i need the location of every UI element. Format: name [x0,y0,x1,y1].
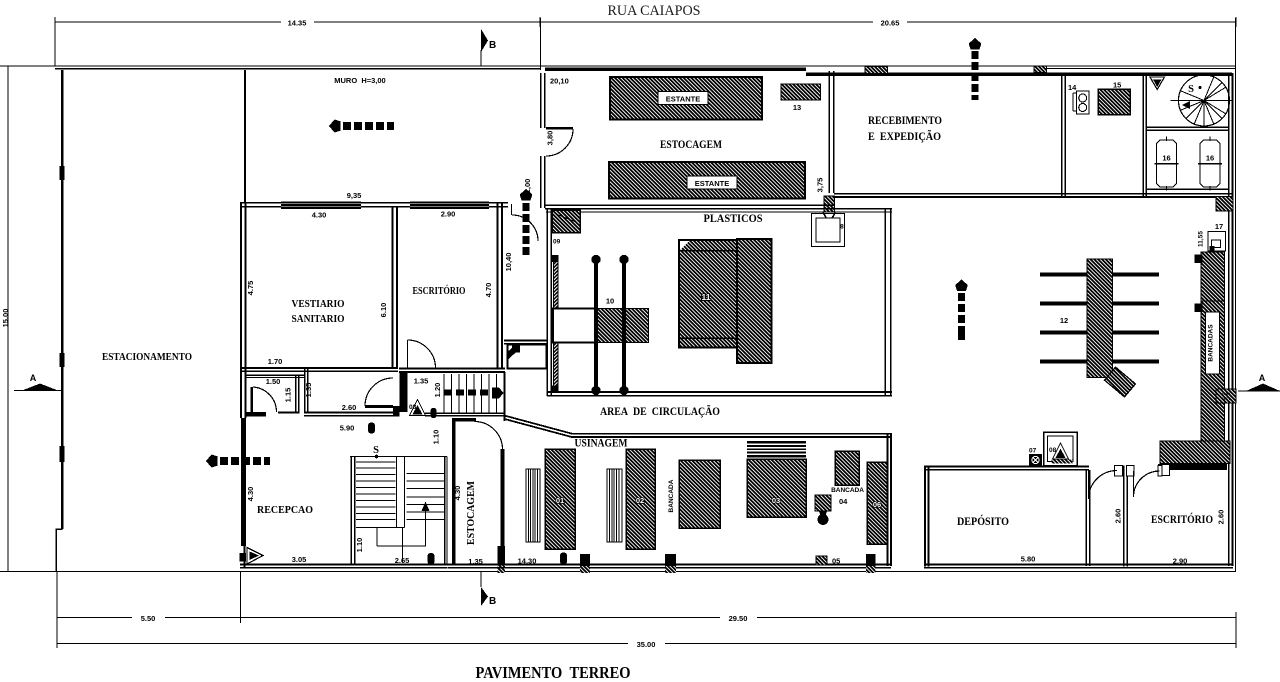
svg-text:ESCRITÓRIO: ESCRITÓRIO [1151,512,1213,526]
svg-text:RECEPCAO: RECEPCAO [257,505,313,516]
svg-text:12: 12 [1060,316,1068,325]
svg-text:A: A [1259,373,1266,383]
svg-text:2.90: 2.90 [441,210,456,219]
svg-text:3,75: 3,75 [816,178,825,193]
svg-text:9,35: 9,35 [347,191,362,200]
svg-text:07: 07 [1029,448,1037,455]
svg-text:1.35: 1.35 [468,557,483,566]
svg-text:04: 04 [839,497,848,506]
svg-text:AREA DE CIRCULAÇÃO: AREA DE CIRCULAÇÃO [600,404,720,418]
svg-text:RECEBIMENTO: RECEBIMENTO [868,115,942,127]
svg-text:1.70: 1.70 [268,357,283,366]
svg-text:5.80: 5.80 [1021,555,1036,564]
svg-text:4.70: 4.70 [484,283,493,298]
svg-text:15: 15 [1113,81,1121,90]
svg-text:S: S [1188,84,1194,95]
svg-text:05: 05 [832,557,840,566]
svg-text:S: S [373,445,379,456]
svg-text:11: 11 [702,292,711,302]
svg-text:MET: MET [1222,396,1231,401]
svg-text:02: 02 [636,496,644,505]
svg-text:14: 14 [1068,83,1077,92]
svg-text:RUA CAIAPOS: RUA CAIAPOS [608,3,701,19]
svg-text:16: 16 [1162,154,1170,163]
svg-text:4.30: 4.30 [312,211,327,220]
svg-text:DEPÓSITO: DEPÓSITO [957,514,1009,528]
svg-text:1.20: 1.20 [433,383,442,398]
svg-text:1.10: 1.10 [432,430,441,445]
svg-text:5.50: 5.50 [141,614,156,623]
svg-text:1.10: 1.10 [355,538,364,553]
svg-text:1.35: 1.35 [414,377,429,386]
svg-text:13: 13 [793,103,801,112]
svg-text:PAVIMENTO TERREO: PAVIMENTO TERREO [476,663,631,682]
svg-text:ESTACIONAMENTO: ESTACIONAMENTO [102,352,192,363]
svg-text:6.10: 6.10 [379,303,388,318]
svg-text:1.35: 1.35 [304,383,313,398]
svg-text:ESTOCAGEM: ESTOCAGEM [660,139,722,151]
svg-text:08: 08 [409,404,417,411]
svg-text:2.65: 2.65 [395,556,410,565]
svg-text:35.00: 35.00 [637,640,656,649]
svg-text:SANITARIO: SANITARIO [292,314,345,325]
svg-text:B: B [489,596,496,607]
svg-text:USINAGEM: USINAGEM [575,438,628,450]
svg-text:MURO H=3,00: MURO H=3,00 [334,76,385,85]
svg-text:ESTANTE: ESTANTE [666,95,700,104]
svg-text:15.00: 15.00 [1,309,10,328]
svg-text:20,10: 20,10 [550,77,569,86]
svg-text:10: 10 [606,297,614,306]
svg-text:1.15: 1.15 [284,388,293,403]
svg-text:09: 09 [553,239,561,246]
svg-text:14,30: 14,30 [518,557,537,566]
svg-text:4.75: 4.75 [246,281,255,296]
svg-text:06: 06 [873,500,881,509]
svg-text:4.30: 4.30 [246,487,255,502]
svg-text:08: 08 [1049,447,1057,454]
svg-text:3.05: 3.05 [292,555,307,564]
svg-text:ESTOCAGEM: ESTOCAGEM [466,481,477,545]
svg-text:1.50: 1.50 [266,377,281,386]
svg-text:14.35: 14.35 [288,19,307,28]
svg-text:3,80: 3,80 [546,131,555,146]
svg-text:B: B [489,40,496,51]
svg-text:2.60: 2.60 [342,403,357,412]
svg-text:ESTANTE: ESTANTE [695,179,729,188]
svg-text:A: A [30,373,37,383]
svg-text:10,40: 10,40 [504,253,513,272]
svg-text:1,00: 1,00 [523,179,532,194]
svg-text:03: 03 [772,496,780,505]
svg-text:ESCRITÓRIO: ESCRITÓRIO [413,285,466,297]
svg-text:PLASTICOS: PLASTICOS [704,213,763,225]
svg-text:20.65: 20.65 [881,19,900,28]
svg-text:17: 17 [1215,222,1223,231]
svg-text:5.90: 5.90 [340,424,355,433]
svg-text:2.90: 2.90 [1173,557,1188,566]
svg-text:16: 16 [1206,154,1214,163]
svg-text:BANCADAS: BANCADAS [1208,324,1215,362]
svg-text:E EXPEDIÇÃO: E EXPEDIÇÃO [868,129,941,143]
svg-text:11,55: 11,55 [1198,231,1205,247]
svg-text:2.60: 2.60 [1114,509,1123,524]
svg-text:29.50: 29.50 [729,614,748,623]
svg-text:VESTIARIO: VESTIARIO [292,299,345,310]
svg-text:4.30: 4.30 [453,486,462,501]
svg-text:BANCADA: BANCADA [831,487,864,494]
svg-text:2.60: 2.60 [1217,510,1226,525]
svg-text:GAV: GAV [1222,391,1231,396]
svg-text:01: 01 [556,496,564,505]
svg-text:BANCADA: BANCADA [668,479,675,512]
